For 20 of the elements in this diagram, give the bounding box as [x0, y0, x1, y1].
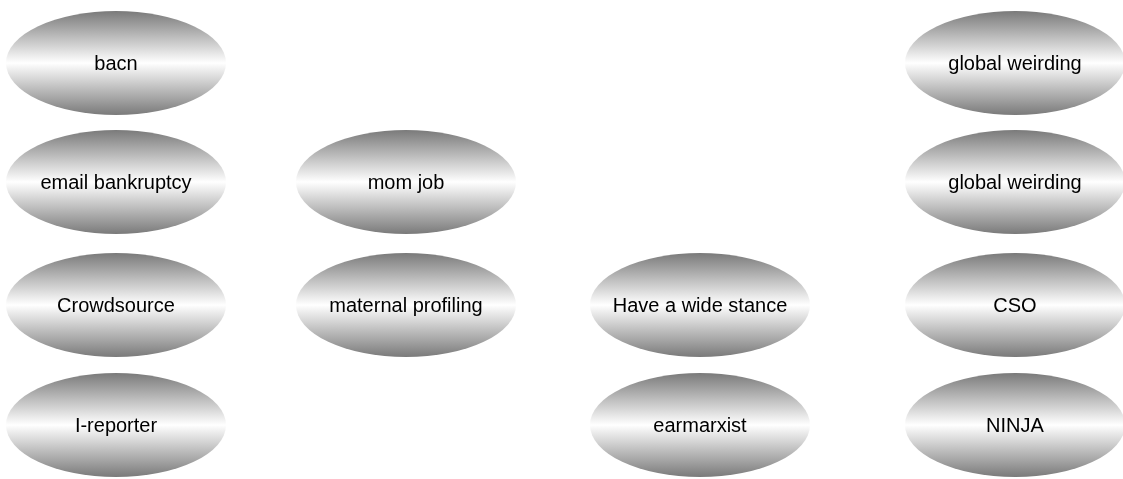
node-label: Have a wide stance — [611, 293, 789, 317]
ellipse-node — [5, 252, 227, 358]
ellipse-node — [295, 252, 517, 358]
node-label: I-reporter — [73, 413, 159, 437]
ellipse-node — [5, 372, 227, 478]
node-label: global weirding — [947, 51, 1083, 75]
node-label: bacn — [93, 51, 139, 75]
node-label: global weirding — [947, 170, 1083, 194]
ellipse-node — [589, 372, 811, 478]
node-label: CSO — [992, 293, 1038, 317]
node-label: email bankruptcy — [39, 170, 193, 194]
node-label: earmarxist — [652, 413, 748, 437]
ellipse-node — [5, 129, 227, 235]
node-label: maternal profiling — [328, 293, 484, 317]
ellipse-node — [295, 129, 517, 235]
node-label: mom job — [366, 170, 446, 194]
node-label: NINJA — [985, 413, 1045, 437]
ellipse-node — [5, 10, 227, 116]
ellipse-node — [589, 252, 811, 358]
node-label: Crowdsource — [56, 293, 176, 317]
